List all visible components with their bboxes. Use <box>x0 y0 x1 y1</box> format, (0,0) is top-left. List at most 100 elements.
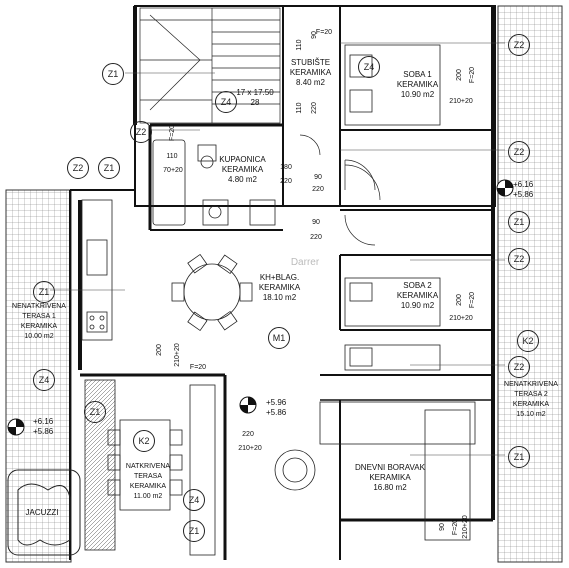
room-name-2: TERASA 2 <box>514 391 548 398</box>
dim-200-soba2: 200 <box>456 294 463 306</box>
dining-table <box>171 253 253 332</box>
dim-21020-soba2: 210+20 <box>449 315 473 322</box>
dim-90-living: 90 <box>439 523 446 531</box>
room-area: 15.10 m2 <box>516 411 546 418</box>
marker-z1: Z1 <box>84 401 106 423</box>
jacuzzi-tub <box>7 469 81 556</box>
room-floor: KERAMIKA <box>221 165 264 174</box>
level-value: +5.86 <box>513 190 534 199</box>
marker-z1: Z1 <box>508 211 530 233</box>
marker-z1: Z1 <box>183 520 205 542</box>
dim-7020-bath: 70+20 <box>163 167 183 174</box>
dim-fin-bath: F=20 <box>169 124 176 142</box>
room-label-khblag: KH+BLAG. KERAMIKA 18.10 m2 <box>252 273 307 303</box>
level-value: +5.86 <box>33 427 54 436</box>
room-floor: KERAMIKA <box>396 80 439 89</box>
marker-z2: Z2 <box>508 356 530 378</box>
level-right: +6.16 +5.86 <box>513 180 543 200</box>
room-name: SOBA 2 <box>403 281 432 290</box>
dim-21020-living-b: 210+20 <box>462 515 469 539</box>
dim-180-bath: 180 <box>280 164 292 171</box>
room-name: STUBIŠTE <box>290 58 331 67</box>
room-area: 11.00 m2 <box>133 493 163 500</box>
marker-z1: Z1 <box>98 157 120 179</box>
terrace-2-tiles <box>497 5 563 563</box>
dim-fin-top: F=20 <box>315 29 333 36</box>
dim-fin-terrace: F=20 <box>189 364 207 371</box>
marker-z4: Z4 <box>33 369 55 391</box>
room-name-2: TERASA <box>133 473 162 480</box>
room-floor: KERAMIKA <box>129 483 167 490</box>
bathroom-fixtures <box>152 139 276 226</box>
kitchen-counter <box>81 199 113 341</box>
level-value: +6.16 <box>33 417 54 426</box>
dim-21020-living: 210+20 <box>238 445 262 452</box>
stair-rise: 28 <box>250 98 260 107</box>
room-floor: KERAMIKA <box>258 283 301 292</box>
room-area: 8.40 m2 <box>296 78 325 87</box>
room-label-stubiste: STUBIŠTE KERAMIKA 8.40 m2 <box>283 58 338 88</box>
level-value: +5.86 <box>266 408 287 417</box>
marker-k2: K2 <box>133 430 155 452</box>
dim-fin-soba2: F=20 <box>469 291 476 309</box>
marker-z1: Z1 <box>508 446 530 468</box>
room-label-terasa2: NENATKRIVENA TERASA 2 KERAMIKA 15.10 m2 <box>500 380 562 420</box>
marker-z2: Z2 <box>130 121 152 143</box>
dim-220-living: 220 <box>242 431 254 438</box>
staircase <box>139 7 281 124</box>
marker-m1: M1 <box>268 327 290 349</box>
dim-220-bath: 220 <box>280 178 292 185</box>
level-left: +6.16 +5.86 <box>33 417 63 437</box>
dim-21020-terrace: 210+20 <box>174 343 181 367</box>
room-name-2: TERASA 1 <box>22 313 56 320</box>
marker-k2: K2 <box>517 330 539 352</box>
level-center: +5.96 +5.86 <box>266 398 296 418</box>
dim-220-hall-a: 220 <box>312 186 324 193</box>
sofa <box>274 401 476 541</box>
watermark: Darrer <box>290 257 320 268</box>
room-area: 10.00 m2 <box>24 333 54 340</box>
marker-z1: Z1 <box>102 63 124 85</box>
dim-200-terrace: 200 <box>156 344 163 356</box>
room-label-soba2: SOBA 2 KERAMIKA 10.90 m2 <box>390 281 445 311</box>
room-floor: KERAMIKA <box>20 323 58 330</box>
room-label-boravak: DNEVNI BORAVAK KERAMIKA 16.80 m2 <box>350 463 430 493</box>
dim-110-bath: 110 <box>166 153 178 160</box>
dim-220-hall-b: 220 <box>310 234 322 241</box>
marker-z2: Z2 <box>508 248 530 270</box>
room-name: KH+BLAG. <box>259 273 300 282</box>
marker-z4: Z4 <box>183 489 205 511</box>
level-value: +5.96 <box>266 398 287 407</box>
room-floor: KERAMIKA <box>396 291 439 300</box>
dim-110-stair-b: 110 <box>296 102 303 114</box>
room-name: NENATKRIVENA <box>504 381 558 388</box>
marker-z2: Z2 <box>508 141 530 163</box>
beds <box>344 44 441 371</box>
dim-220-stair: 220 <box>311 102 318 114</box>
room-area: 4.80 m2 <box>228 175 257 184</box>
stair-steps: 17 x 17.50 <box>236 88 274 97</box>
room-floor: KERAMIKA <box>512 401 550 408</box>
dim-90-hall-b: 90 <box>312 219 320 226</box>
room-area: 10.90 m2 <box>400 301 435 310</box>
room-label-terasa1: NENATKRIVENA TERASA 1 KERAMIKA 10.00 m2 <box>8 302 70 342</box>
level-value: +6.16 <box>513 180 534 189</box>
level-markers <box>7 179 514 436</box>
dim-fin-living: F=20 <box>452 518 459 536</box>
dim-21020-soba1: 210+20 <box>449 98 473 105</box>
room-label-kupaonica: KUPAONICA KERAMIKA 4.80 m2 <box>215 155 270 185</box>
stair-dimension: 17 x 17.50 28 <box>230 88 280 108</box>
room-floor: KERAMIKA <box>289 68 332 77</box>
room-area: 10.90 m2 <box>400 90 435 99</box>
dim-110-stair: 110 <box>296 39 303 51</box>
marker-z4: Z4 <box>215 91 237 113</box>
marker-z2: Z2 <box>508 34 530 56</box>
room-label-jacuzzi: JACUZZI <box>25 508 59 517</box>
room-floor: KERAMIKA <box>369 473 411 482</box>
room-name: SOBA 1 <box>403 70 432 79</box>
room-area: 16.80 m2 <box>373 483 407 492</box>
room-label-natkrivena: NATKRIVENA TERASA KERAMIKA 11.00 m2 <box>118 462 178 502</box>
dim-fin-soba1: F=20 <box>469 66 476 84</box>
room-label-soba1: SOBA 1 KERAMIKA 10.90 m2 <box>390 70 445 100</box>
